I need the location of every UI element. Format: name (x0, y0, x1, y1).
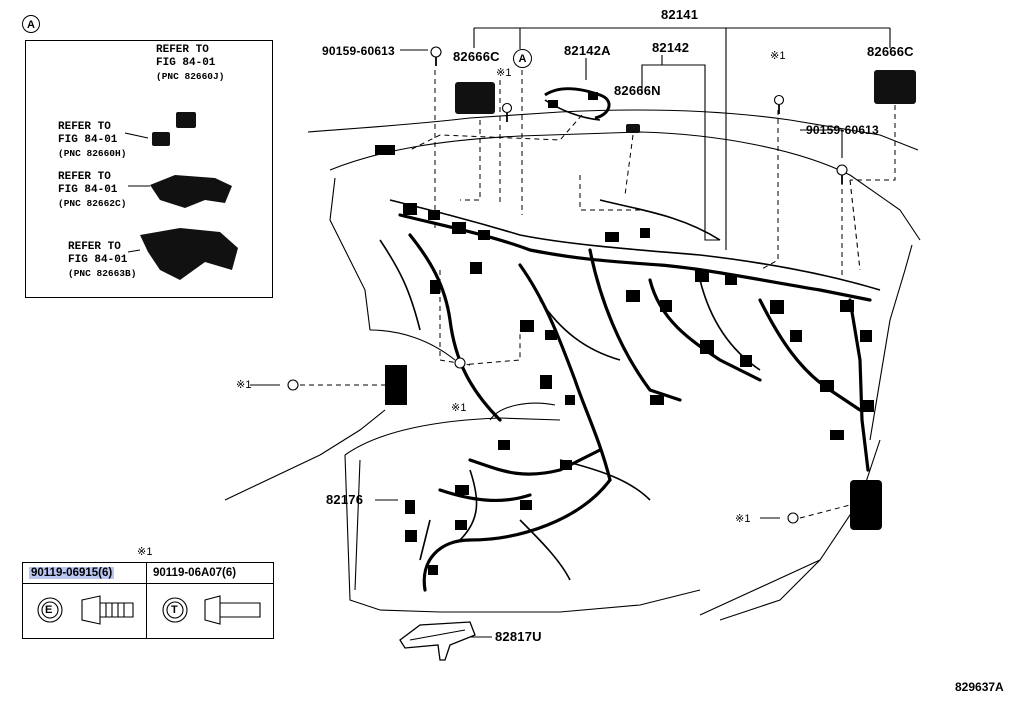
inset-ref-82660j: REFER TO FIG 84-01 (PNC 82660J) (156, 44, 224, 84)
clip-82666n (626, 124, 640, 133)
circle-a-marker-callout: A (513, 49, 532, 68)
ref-mark: ※1 (496, 67, 512, 79)
bolt-illustration-cell-2 (147, 584, 273, 638)
bolt-head-mark-e: E (45, 604, 53, 616)
ref-line: REFER TO (58, 171, 111, 183)
ref-line: REFER TO (68, 241, 121, 253)
ref-line: FIG 84-01 (58, 134, 118, 146)
bolt-table: 90119-06915(6) 90119-06A07(6) (22, 562, 274, 639)
ref-line: FIG 84-01 (68, 254, 128, 266)
ref-line: REFER TO (58, 121, 111, 133)
ref-line: FIG 84-01 (156, 57, 216, 69)
ref-mark: ※1 (770, 50, 786, 62)
inset-part-82662c (150, 175, 232, 208)
part-label-82817u[interactable]: 82817U (495, 629, 542, 644)
ref-pnc: (PNC 82662C) (58, 198, 127, 209)
bolt-illustration-cell-1 (23, 584, 147, 638)
part-label-82142a[interactable]: 82142A (564, 43, 611, 58)
bolt-head-mark-t: T (171, 604, 178, 616)
inset-part-82660j (176, 112, 196, 128)
catalog-id: 829637A (955, 680, 1004, 694)
bolt-part-number-2[interactable]: 90119-06A07(6) (153, 567, 237, 579)
part-label-82666c-right[interactable]: 82666C (867, 44, 914, 59)
bolt-table-note: ※1 (137, 546, 153, 558)
part-label-82141[interactable]: 82141 (661, 7, 699, 22)
ref-pnc: (PNC 82663B) (68, 268, 137, 279)
ref-pnc: (PNC 82660J) (156, 71, 225, 82)
inset-part-82660h (152, 132, 170, 146)
part-label-90159-right[interactable]: 90159-60613 (806, 123, 879, 137)
ref-line: REFER TO (156, 44, 209, 56)
ref-mark: ※1 (236, 379, 252, 391)
bolt-table-header-1[interactable]: 90119-06915(6) (23, 563, 147, 584)
inset-part-82663b (140, 228, 238, 280)
circle-a-marker-inset: A (22, 15, 40, 33)
relay-block-82666c-right (874, 70, 916, 104)
part-label-90159-left[interactable]: 90159-60613 (322, 44, 395, 58)
ref-mark: ※1 (735, 513, 751, 525)
sub-harness-82142a (544, 87, 611, 120)
inset-ref-82662c: REFER TO FIG 84-01 (PNC 82662C) (58, 171, 126, 211)
inset-box (25, 40, 273, 298)
part-label-82176[interactable]: 82176 (326, 492, 364, 507)
part-label-82142[interactable]: 82142 (652, 40, 690, 55)
inset-ref-82660h: REFER TO FIG 84-01 (PNC 82660H) (58, 121, 126, 161)
inset-ref-82663b: REFER TO FIG 84-01 (PNC 82663B) (68, 241, 136, 281)
part-label-82666c-left[interactable]: 82666C (453, 49, 500, 64)
relay-block-82666c-left (455, 82, 495, 114)
part-label-82666n[interactable]: 82666N (614, 83, 661, 98)
bolt-part-number-1[interactable]: 90119-06915(6) (29, 567, 115, 579)
ref-mark: ※1 (451, 402, 467, 414)
ref-line: FIG 84-01 (58, 184, 118, 196)
bolt-table-header-2[interactable]: 90119-06A07(6) (147, 563, 273, 584)
ref-pnc: (PNC 82660H) (58, 148, 127, 159)
bracket-82817u (399, 621, 476, 661)
